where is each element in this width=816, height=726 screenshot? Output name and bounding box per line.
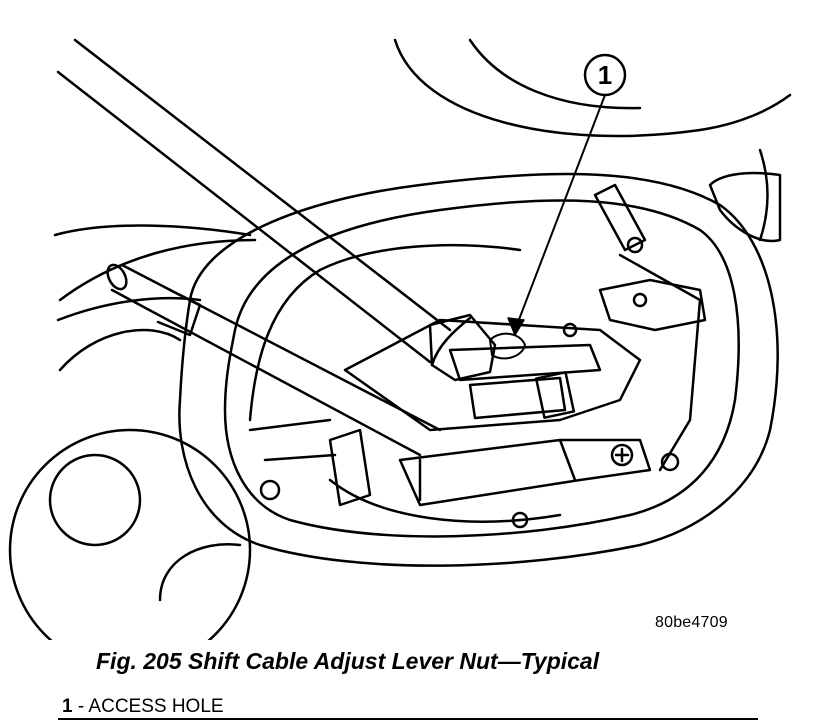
legend-rule [58,718,758,720]
leader-line [514,94,606,331]
shifter-mechanism [248,183,707,529]
tool-rod [106,263,442,457]
callout-number: 1 [598,60,612,90]
legend-separator: - [72,696,89,717]
callout-1: 1 [489,53,627,360]
legend: 1 - ACCESS HOLE [62,696,224,718]
tool-extension [56,38,497,382]
console-bezel [178,172,779,567]
legend-number: 1 [62,696,73,717]
access-hole [489,332,526,360]
leader-arrowhead [507,317,525,336]
legend-label: ACCESS HOLE [88,696,224,717]
figure-caption: Fig. 205 Shift Cable Adjust Lever Nut—Ty… [96,648,600,674]
shifter-illustration: 1 [8,38,792,640]
figure-code: 80be4709 [655,614,728,631]
